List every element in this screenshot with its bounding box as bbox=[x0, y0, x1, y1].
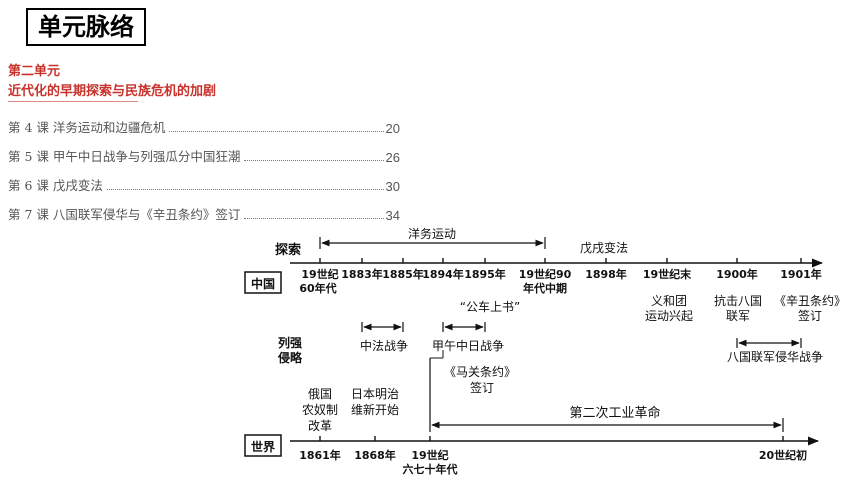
toc-leader-dots bbox=[106, 189, 384, 190]
world-date: 1868年 bbox=[354, 448, 396, 462]
china-axis-ticks bbox=[319, 258, 802, 263]
world-date: 1861年 bbox=[299, 448, 341, 462]
event-meiji-line1: 日本明治 bbox=[351, 387, 399, 401]
toc-item-label: 第 6 课 戊戌变法 bbox=[8, 178, 103, 193]
event-yangwu-movement: 洋务运动 bbox=[408, 226, 456, 241]
event-gongche-shangshu: “公车上书” bbox=[460, 299, 520, 314]
row-label-powers-line2: 侵略 bbox=[277, 350, 303, 365]
toc-page-number: 26 bbox=[385, 150, 400, 165]
event-meiji-line2: 维新开始 bbox=[351, 402, 399, 417]
event-yihetuan-line1: 义和团 bbox=[651, 294, 687, 308]
row-label-powers-line1: 列强 bbox=[278, 335, 302, 350]
toc-leader-dots bbox=[244, 218, 384, 219]
china-date: 1900年 bbox=[716, 267, 758, 281]
china-date: 1895年 bbox=[464, 267, 506, 281]
toc-item-lesson-4[interactable]: 第 4 课 洋务运动和边疆危机 20 bbox=[8, 116, 400, 136]
event-russia-line2: 农奴制 bbox=[302, 403, 338, 417]
event-russia-line3: 改革 bbox=[308, 419, 332, 433]
toc-item-lesson-5[interactable]: 第 5 课 甲午中日战争与列强瓜分中国狂潮 26 bbox=[8, 145, 400, 165]
unit-number: 第二单元 bbox=[8, 64, 61, 79]
china-date: 1898年 bbox=[585, 267, 627, 281]
toc-leader-dots bbox=[169, 131, 384, 132]
event-baguo-resist-line2: 联军 bbox=[726, 309, 750, 323]
event-yihetuan-line2: 运动兴起 bbox=[645, 309, 693, 323]
unit-name: 近代化的早期探索与民族危机的加剧 bbox=[8, 84, 217, 99]
event-second-industrial-revolution: 第二次工业革命 bbox=[569, 405, 660, 421]
world-date: 六七十年代 bbox=[403, 462, 458, 476]
event-russia-line1: 俄国 bbox=[308, 387, 332, 401]
world-axis-ticks bbox=[319, 436, 784, 441]
china-date: 19世纪90 bbox=[519, 267, 572, 281]
toc-item-label: 第 5 课 甲午中日战争与列强瓜分中国狂潮 bbox=[8, 149, 241, 164]
event-xinchou-line2: 签订 bbox=[798, 308, 822, 323]
row-label-world-box bbox=[244, 434, 282, 457]
world-date: 20世纪初 bbox=[759, 448, 807, 462]
china-date: 1883年 bbox=[341, 267, 383, 281]
page-title: 单元脉络 bbox=[26, 8, 146, 46]
china-date: 年代中期 bbox=[523, 281, 567, 295]
china-date: 60年代 bbox=[299, 281, 336, 295]
row-label-world: 世界 bbox=[251, 439, 275, 454]
toc-page-number: 30 bbox=[385, 179, 400, 194]
toc-page-number: 34 bbox=[385, 208, 400, 223]
toc-item-label: 第 7 课 八国联军侵华与《辛丑条约》签订 bbox=[8, 207, 241, 222]
toc-item-lesson-6[interactable]: 第 6 课 戊戌变法 30 bbox=[8, 174, 400, 194]
event-maguan-line2: 签订 bbox=[470, 380, 494, 395]
china-date: 1901年 bbox=[780, 267, 822, 281]
toc-leader-dots bbox=[244, 160, 384, 161]
unit-divider bbox=[8, 101, 138, 102]
event-xinchou-line1: 《辛丑条约》 bbox=[774, 293, 846, 308]
china-date: 19世纪 bbox=[301, 267, 338, 281]
event-baguo-war: 八国联军侵华战争 bbox=[727, 349, 823, 364]
event-baguo-resist-line1: 抗击八国 bbox=[714, 293, 762, 308]
toc-page-number: 20 bbox=[385, 121, 400, 136]
event-jiawu-war: 甲午中日战争 bbox=[432, 338, 504, 353]
event-maguan-line1: 《马关条约》 bbox=[444, 364, 516, 379]
china-date: 1894年 bbox=[422, 267, 464, 281]
event-wuxu-reform: 戊戌变法 bbox=[580, 240, 628, 255]
row-label-china: 中国 bbox=[251, 276, 275, 291]
china-date: 1885年 bbox=[382, 267, 424, 281]
event-sinofrench-war: 中法战争 bbox=[360, 338, 408, 353]
toc-item-lesson-7[interactable]: 第 7 课 八国联军侵华与《辛丑条约》签订 34 bbox=[8, 203, 400, 223]
row-label-explore: 探索 bbox=[275, 242, 301, 258]
world-date: 19世纪 bbox=[411, 448, 448, 462]
toc-item-label: 第 4 课 洋务运动和边疆危机 bbox=[8, 120, 166, 135]
china-date: 19世纪末 bbox=[643, 267, 692, 281]
row-label-china-box bbox=[244, 271, 282, 294]
